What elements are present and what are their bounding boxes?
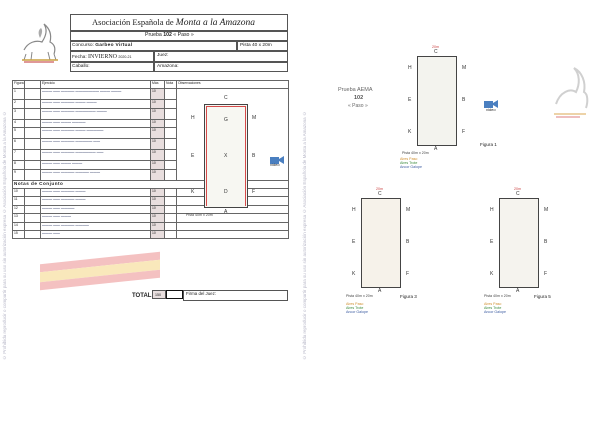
signature-box[interactable] (183, 290, 288, 301)
main-arena-diagram: C H E K M B F G X D A Pista 40m x 20m (186, 95, 257, 217)
right-logo: Prueba AEMA 102 « Paso » (338, 87, 373, 109)
total-label: TOTAL (132, 293, 152, 299)
signature-label: Firma del Juez: (186, 291, 217, 296)
table-row: 7▬▬▬ ▬▬ ▬▬▬▬ ▬▬▬▬▬▬ ▬▬10 (12, 149, 289, 162)
figure-1-arena: 20m C H E K M B F A Pista 40m x 20m (402, 45, 467, 155)
note-cell[interactable] (164, 229, 177, 240)
rider-field: Amazona: (157, 64, 179, 69)
score-sheet: Figura Ejercicio Máx. Nota Observaciones… (12, 79, 289, 240)
video-label: video (486, 107, 496, 112)
figure-3-label: Figura 3 (400, 294, 417, 299)
note-cell[interactable] (164, 118, 177, 129)
note-cell[interactable] (164, 213, 177, 223)
table-row: 4▬▬▬ ▬▬ ▬▬▬ ▬▬▬▬10 (12, 118, 289, 129)
test-title-row (70, 31, 288, 41)
note-cell[interactable] (164, 138, 177, 151)
total-score-box[interactable] (166, 290, 183, 299)
note-cell[interactable] (164, 168, 177, 181)
header-title-box (70, 14, 288, 31)
figure-3-arena: 20m C H E K M B F A Pista 40m x 20m (346, 187, 411, 298)
flag-watermark (40, 251, 160, 291)
figure-1-label: Figura 1 (480, 142, 497, 147)
table-row: 3▬▬▬ ▬▬ ▬▬▬▬ ▬▬▬▬▬▬ ▬▬▬10 (12, 107, 289, 120)
competition-field: Concurso: Garbeo Virtual (72, 43, 133, 48)
note-cell[interactable] (164, 107, 177, 120)
table-row: 15▬▬▬ ▬▬10 (12, 229, 289, 240)
horse-silhouette-icon (550, 64, 590, 120)
video-icon[interactable] (270, 152, 284, 164)
video-label: video (270, 162, 280, 167)
judge-field: Juez: (157, 53, 169, 58)
total-max: 150 (152, 290, 166, 299)
note-cell[interactable] (164, 221, 177, 231)
table-row: 6▬▬▬ ▬▬ ▬▬▬▬ ▬▬▬▬▬ ▬▬10 (12, 138, 289, 151)
note-cell[interactable] (164, 204, 177, 215)
copyright-watermark-left: © Prohibida reproducir o compartir para … (2, 111, 7, 360)
table-row: 8▬▬▬ ▬▬ ▬▬▬ ▬▬▬10 (12, 160, 289, 170)
table-row: 2▬▬▬ ▬▬ ▬▬▬▬ ▬▬▬ ▬▬▬10 (12, 99, 289, 109)
figure-5-label: Figura 5 (534, 294, 551, 299)
note-cell[interactable] (164, 149, 177, 162)
note-cell[interactable] (164, 187, 177, 198)
sheet-header-row: Figura Ejercicio Máx. Nota Observaciones (12, 79, 289, 90)
note-cell[interactable] (164, 88, 177, 101)
note-cell[interactable] (164, 196, 177, 206)
table-row: 14▬▬▬ ▬▬ ▬▬▬▬ ▬▬▬▬10 (12, 221, 289, 231)
video-icon[interactable] (484, 96, 498, 108)
note-cell[interactable] (164, 99, 177, 109)
note-cell[interactable] (164, 127, 177, 140)
aema-logo (14, 16, 62, 64)
note-cell[interactable] (164, 160, 177, 170)
figure-5-arena: 20m C H E K M B F A Pista 40m x 20m (484, 187, 549, 298)
date-field: Fecha: INVIERNO 2020-21 (72, 54, 132, 60)
test-title: Prueba 102 « Paso » (145, 32, 194, 38)
page-title: Asociación Española de Monta a la Amazon… (92, 17, 255, 28)
arena-size: Pista 40 x 20m (240, 43, 272, 48)
copyright-watermark-right: © Prohibida reproducir o compartir para … (302, 111, 307, 360)
horse-field: Caballo: (72, 64, 90, 69)
